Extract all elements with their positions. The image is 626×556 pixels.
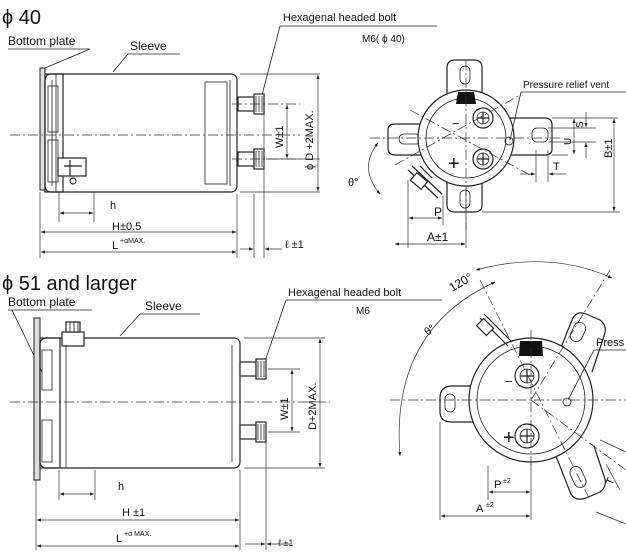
top-sleeve-label: Sleeve [130, 39, 167, 53]
top-dim-P: P [434, 205, 442, 219]
top-dim-B: B±1 [603, 139, 615, 159]
bottom-dim-P-sup: ±2 [503, 478, 511, 485]
top-dim-D: ϕ D +2MAX. [304, 110, 316, 170]
top-dim-W: W±1 [274, 125, 286, 148]
bottom-dim-W: W±1 [279, 397, 291, 420]
bottom-dim-A: A [476, 503, 484, 515]
top-pressure-vent-label: Pressure relief vent [523, 80, 609, 91]
top-hex-bolt-label: Hexagenal headed bolt [283, 12, 396, 24]
bottom-dim-A-sup: ±2 [486, 502, 494, 509]
bottom-pressure-vent-label: Press [596, 337, 625, 349]
top-bottom-plate-label: Bottom plate [8, 34, 76, 48]
top-section: ϕ 40 Bottom plate Sleeve Hexagenal heade… [2, 7, 626, 258]
top-dim-l: ℓ ±1 [285, 239, 304, 251]
top-dim-A: A±1 [427, 230, 449, 244]
top-title: ϕ 40 [2, 7, 41, 29]
top-bottom-plate-leader [8, 48, 91, 69]
top-bolt-size: M6( ϕ 40) [362, 34, 405, 45]
bottom-dim-h: h [118, 481, 124, 493]
top-end-dimensions: Pressure relief vent B±1 S U T P A±1 θ° [348, 80, 626, 248]
top-dim-H: H±0.5 [112, 221, 141, 233]
bottom-angle-120: 120° [447, 270, 476, 295]
top-dim-S: S [575, 121, 586, 128]
bottom-dim-H: H ±1 [122, 507, 145, 519]
bottom-minus-sign: − [505, 374, 513, 389]
top-end-view: − + [370, 59, 560, 230]
bottom-sleeve-label: Sleeve [145, 299, 182, 313]
bottom-dim-P: P [494, 479, 501, 491]
bottom-pressure-vent-leader [567, 349, 626, 401]
bottom-side-view [10, 317, 330, 481]
bottom-dim-T: T [604, 476, 618, 487]
bottom-dim-L: L [116, 533, 122, 545]
bottom-sleeve-leader [119, 313, 200, 337]
bottom-bottom-plate-label: Bottom plate [8, 295, 76, 309]
bottom-title: ϕ 51 and larger [2, 273, 137, 295]
top-dim-h: h [110, 200, 116, 212]
bottom-dim-D: D+2MAX. [307, 383, 319, 430]
bottom-plus-sign: + [503, 427, 515, 449]
bottom-hex-bolt-label: Hexagenal headed bolt [288, 287, 401, 299]
bottom-hex-bolt-leader [261, 299, 442, 371]
bottom-dim-l: ℓ ±1 [278, 538, 293, 548]
top-theta: θ° [348, 177, 359, 189]
top-dim-T: T [553, 161, 560, 173]
top-dim-L-sup: +αMAX. [120, 238, 145, 245]
top-hex-bolt-leader [261, 25, 437, 96]
bottom-section: ϕ 51 and larger Bottom plate Sleeve Hexa… [2, 261, 626, 550]
top-side-view [10, 67, 300, 193]
bottom-bolt-size: M6 [356, 306, 370, 317]
top-pressure-vent-leader [509, 91, 626, 141]
top-minus-sign: − [452, 116, 460, 131]
bottom-end-view: − + [390, 261, 626, 501]
top-dim-L: L [112, 240, 118, 252]
top-plus-sign: + [448, 153, 460, 175]
top-dim-U: U [563, 138, 574, 145]
bottom-side-dimensions: h H ±1 L +α MAX. ℓ ±1 W±1 D+2MAX. [35, 337, 325, 550]
bottom-dim-L-sup: +α MAX. [124, 531, 151, 538]
top-side-dimensions: h H±0.5 L +αMAX. ℓ ±1 W±1 ϕ D +2MAX. [39, 73, 320, 258]
top-sleeve-leader [112, 53, 180, 73]
